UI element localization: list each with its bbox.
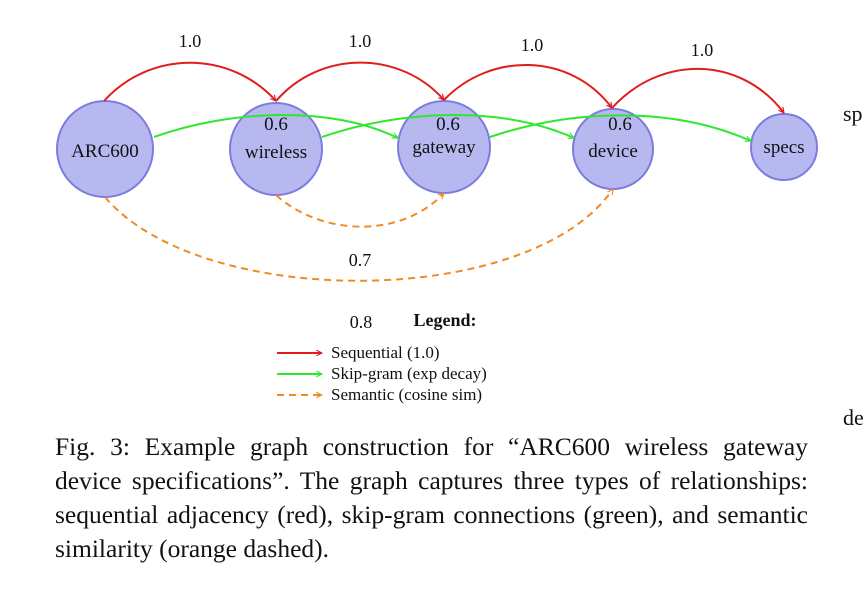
weight-label-seq-2: 1.0 — [349, 31, 372, 51]
node-label-arc600: ARC600 — [71, 141, 139, 162]
edge-sequential-wireless-gateway — [275, 61, 444, 102]
edge-skipgram-wireless-device — [321, 113, 574, 139]
edge-sequential-gateway-device — [443, 63, 613, 108]
margin-fragment-bottom: de — [843, 405, 864, 430]
edge-semantic-arc600-device — [104, 189, 614, 282]
weight-label-sem-2: 0.8 — [350, 312, 373, 332]
figure-caption: Fig. 3: Example graph construction for “… — [55, 432, 808, 563]
weight-label-seq-3: 1.0 — [521, 35, 544, 55]
weight-label-sem-1: 0.7 — [349, 250, 372, 270]
node-label-device: device — [588, 141, 638, 162]
edge-skipgram-gateway-specs — [489, 114, 751, 142]
weight-label-seq-1: 1.0 — [179, 31, 202, 51]
node-specs — [750, 113, 818, 181]
node-score-device: 0.6 — [608, 114, 632, 135]
legend-label-skipgram: Skip-gram (exp decay) — [331, 364, 487, 383]
legend-label-semantic: Semantic (cosine sim) — [331, 385, 482, 404]
node-label-specs: specs — [763, 137, 804, 158]
node-label-gateway: gateway — [412, 137, 476, 158]
edge-skipgram-arc600-gateway — [153, 113, 398, 139]
node-score-wireless: 0.6 — [264, 114, 288, 135]
margin-fragment-top: sp — [843, 101, 863, 126]
edge-semantic-wireless-gateway — [275, 193, 444, 228]
edge-sequential-arc600-wireless — [103, 61, 276, 101]
weight-label-seq-4: 1.0 — [691, 40, 714, 60]
graph-diagram: ARC600 0.6 wireless 0.6 gateway 0.6 devi… — [56, 31, 818, 404]
legend-title: Legend: — [414, 310, 477, 330]
node-label-wireless: wireless — [245, 142, 307, 163]
node-score-gateway: 0.6 — [436, 114, 460, 135]
legend-label-sequential: Sequential (1.0) — [331, 343, 440, 362]
edge-sequential-device-specs — [611, 67, 785, 113]
